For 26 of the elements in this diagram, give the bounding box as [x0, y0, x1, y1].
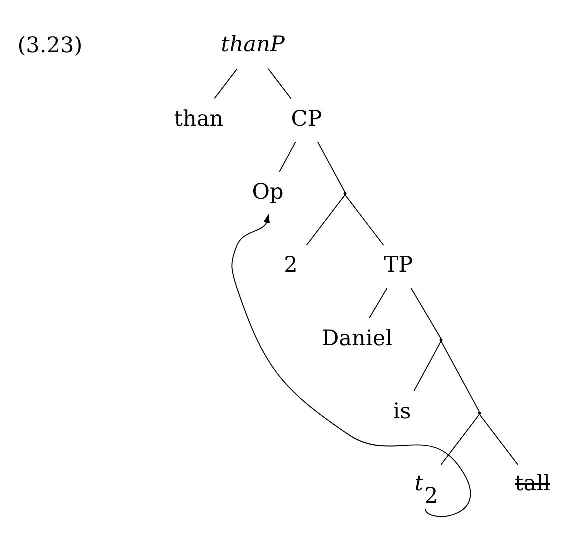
- arrow: [232, 214, 472, 518]
- connector: [318, 142, 346, 193]
- connector: [414, 341, 442, 392]
- connector: [440, 341, 480, 412]
- node-text: 2: [284, 253, 298, 278]
- label: (3.23): [18, 34, 83, 59]
- node-text: TP: [384, 253, 414, 278]
- node-text: Op: [252, 180, 284, 206]
- node-text: CP: [291, 106, 322, 132]
- node-point: [344, 192, 347, 196]
- connector: [279, 142, 296, 172]
- node-text: than: [174, 106, 224, 132]
- connector: [268, 68, 292, 100]
- connector: [306, 194, 346, 246]
- connector: [369, 288, 388, 319]
- node-text: Daniel: [322, 326, 393, 352]
- connector: [440, 414, 480, 466]
- connector: [410, 288, 442, 340]
- node-text: is: [393, 400, 412, 425]
- node-point: [478, 412, 482, 415]
- connector: [479, 414, 518, 466]
- node-text: tall: [515, 472, 550, 497]
- node-point: [440, 338, 443, 342]
- connector: [214, 68, 238, 100]
- node-text: thanP: [221, 32, 285, 58]
- connector: [344, 194, 384, 246]
